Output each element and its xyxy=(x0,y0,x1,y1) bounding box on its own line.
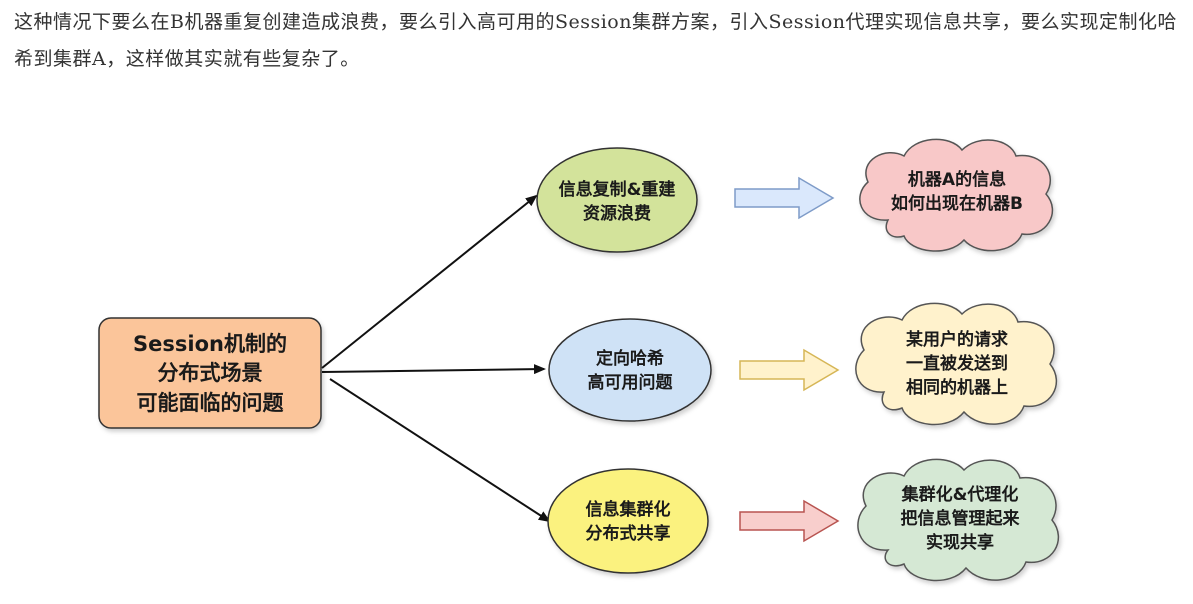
source-box-line-1: Session机制的 xyxy=(133,332,287,356)
block-arrow-blue xyxy=(734,176,835,220)
connector-arrow-middle xyxy=(321,364,546,375)
cloud-callout-line-1: 某用户的请求 xyxy=(906,329,1008,350)
cloud-callout-line-2: 一直被发送到 xyxy=(906,353,1008,374)
intro-paragraph: 这种情况下要么在B机器重复创建造成浪费，要么引入高可用的Session集群方案，… xyxy=(14,11,1177,70)
problem-ellipse-line-2: 资源浪费 xyxy=(583,203,651,224)
connector-arrow-top xyxy=(321,194,538,369)
problem-ellipse-consistent-hash xyxy=(548,318,712,422)
branch-cluster-share: 信息集群化 分布式共享 集群化&代理化 把信息管理起来 实现共享 xyxy=(547,458,1060,582)
problem-ellipse-line-1: 定向哈希 xyxy=(596,348,664,369)
source-box: Session机制的 分布式场景 可能面临的问题 xyxy=(98,317,322,429)
cloud-callout-line-2: 把信息管理起来 xyxy=(901,508,1021,529)
cloud-callout-pink xyxy=(859,138,1053,252)
cloud-callout-line-3: 实现共享 xyxy=(926,532,994,553)
branch-consistent-hash: 定向哈希 高可用问题 某用户的请求 一直被发送到 相同的机器上 xyxy=(548,302,1058,426)
block-arrow-red xyxy=(739,499,840,543)
problem-ellipse-line-1: 信息复制&重建 xyxy=(559,179,676,200)
cloud-callout-line-1: 集群化&代理化 xyxy=(901,484,1019,505)
cloud-callout-line-1: 机器A的信息 xyxy=(908,169,1006,190)
connector-arrows xyxy=(321,194,551,523)
cloud-callout-green xyxy=(857,458,1060,582)
cloud-callout-line-3: 相同的机器上 xyxy=(906,377,1008,398)
connector-arrow-bottom xyxy=(329,378,551,523)
source-box-line-3: 可能面临的问题 xyxy=(137,391,285,415)
problem-ellipse-cluster-share xyxy=(547,468,709,574)
cloud-callout-yellow xyxy=(855,302,1058,426)
problem-ellipse-line-2: 高可用问题 xyxy=(588,372,674,393)
source-box-line-2: 分布式场景 xyxy=(158,361,263,385)
problem-ellipse-line-2: 分布式共享 xyxy=(586,523,671,544)
branch-resource-waste: 信息复制&重建 资源浪费 机器A的信息 如何出现在机器B xyxy=(536,138,1053,253)
block-arrow-yellow xyxy=(739,348,840,392)
problem-ellipse-line-1: 信息集群化 xyxy=(586,499,671,520)
cloud-callout-line-2: 如何出现在机器B xyxy=(891,193,1023,214)
problem-ellipse-resource-waste xyxy=(536,147,698,253)
source-box-shape xyxy=(98,317,322,429)
